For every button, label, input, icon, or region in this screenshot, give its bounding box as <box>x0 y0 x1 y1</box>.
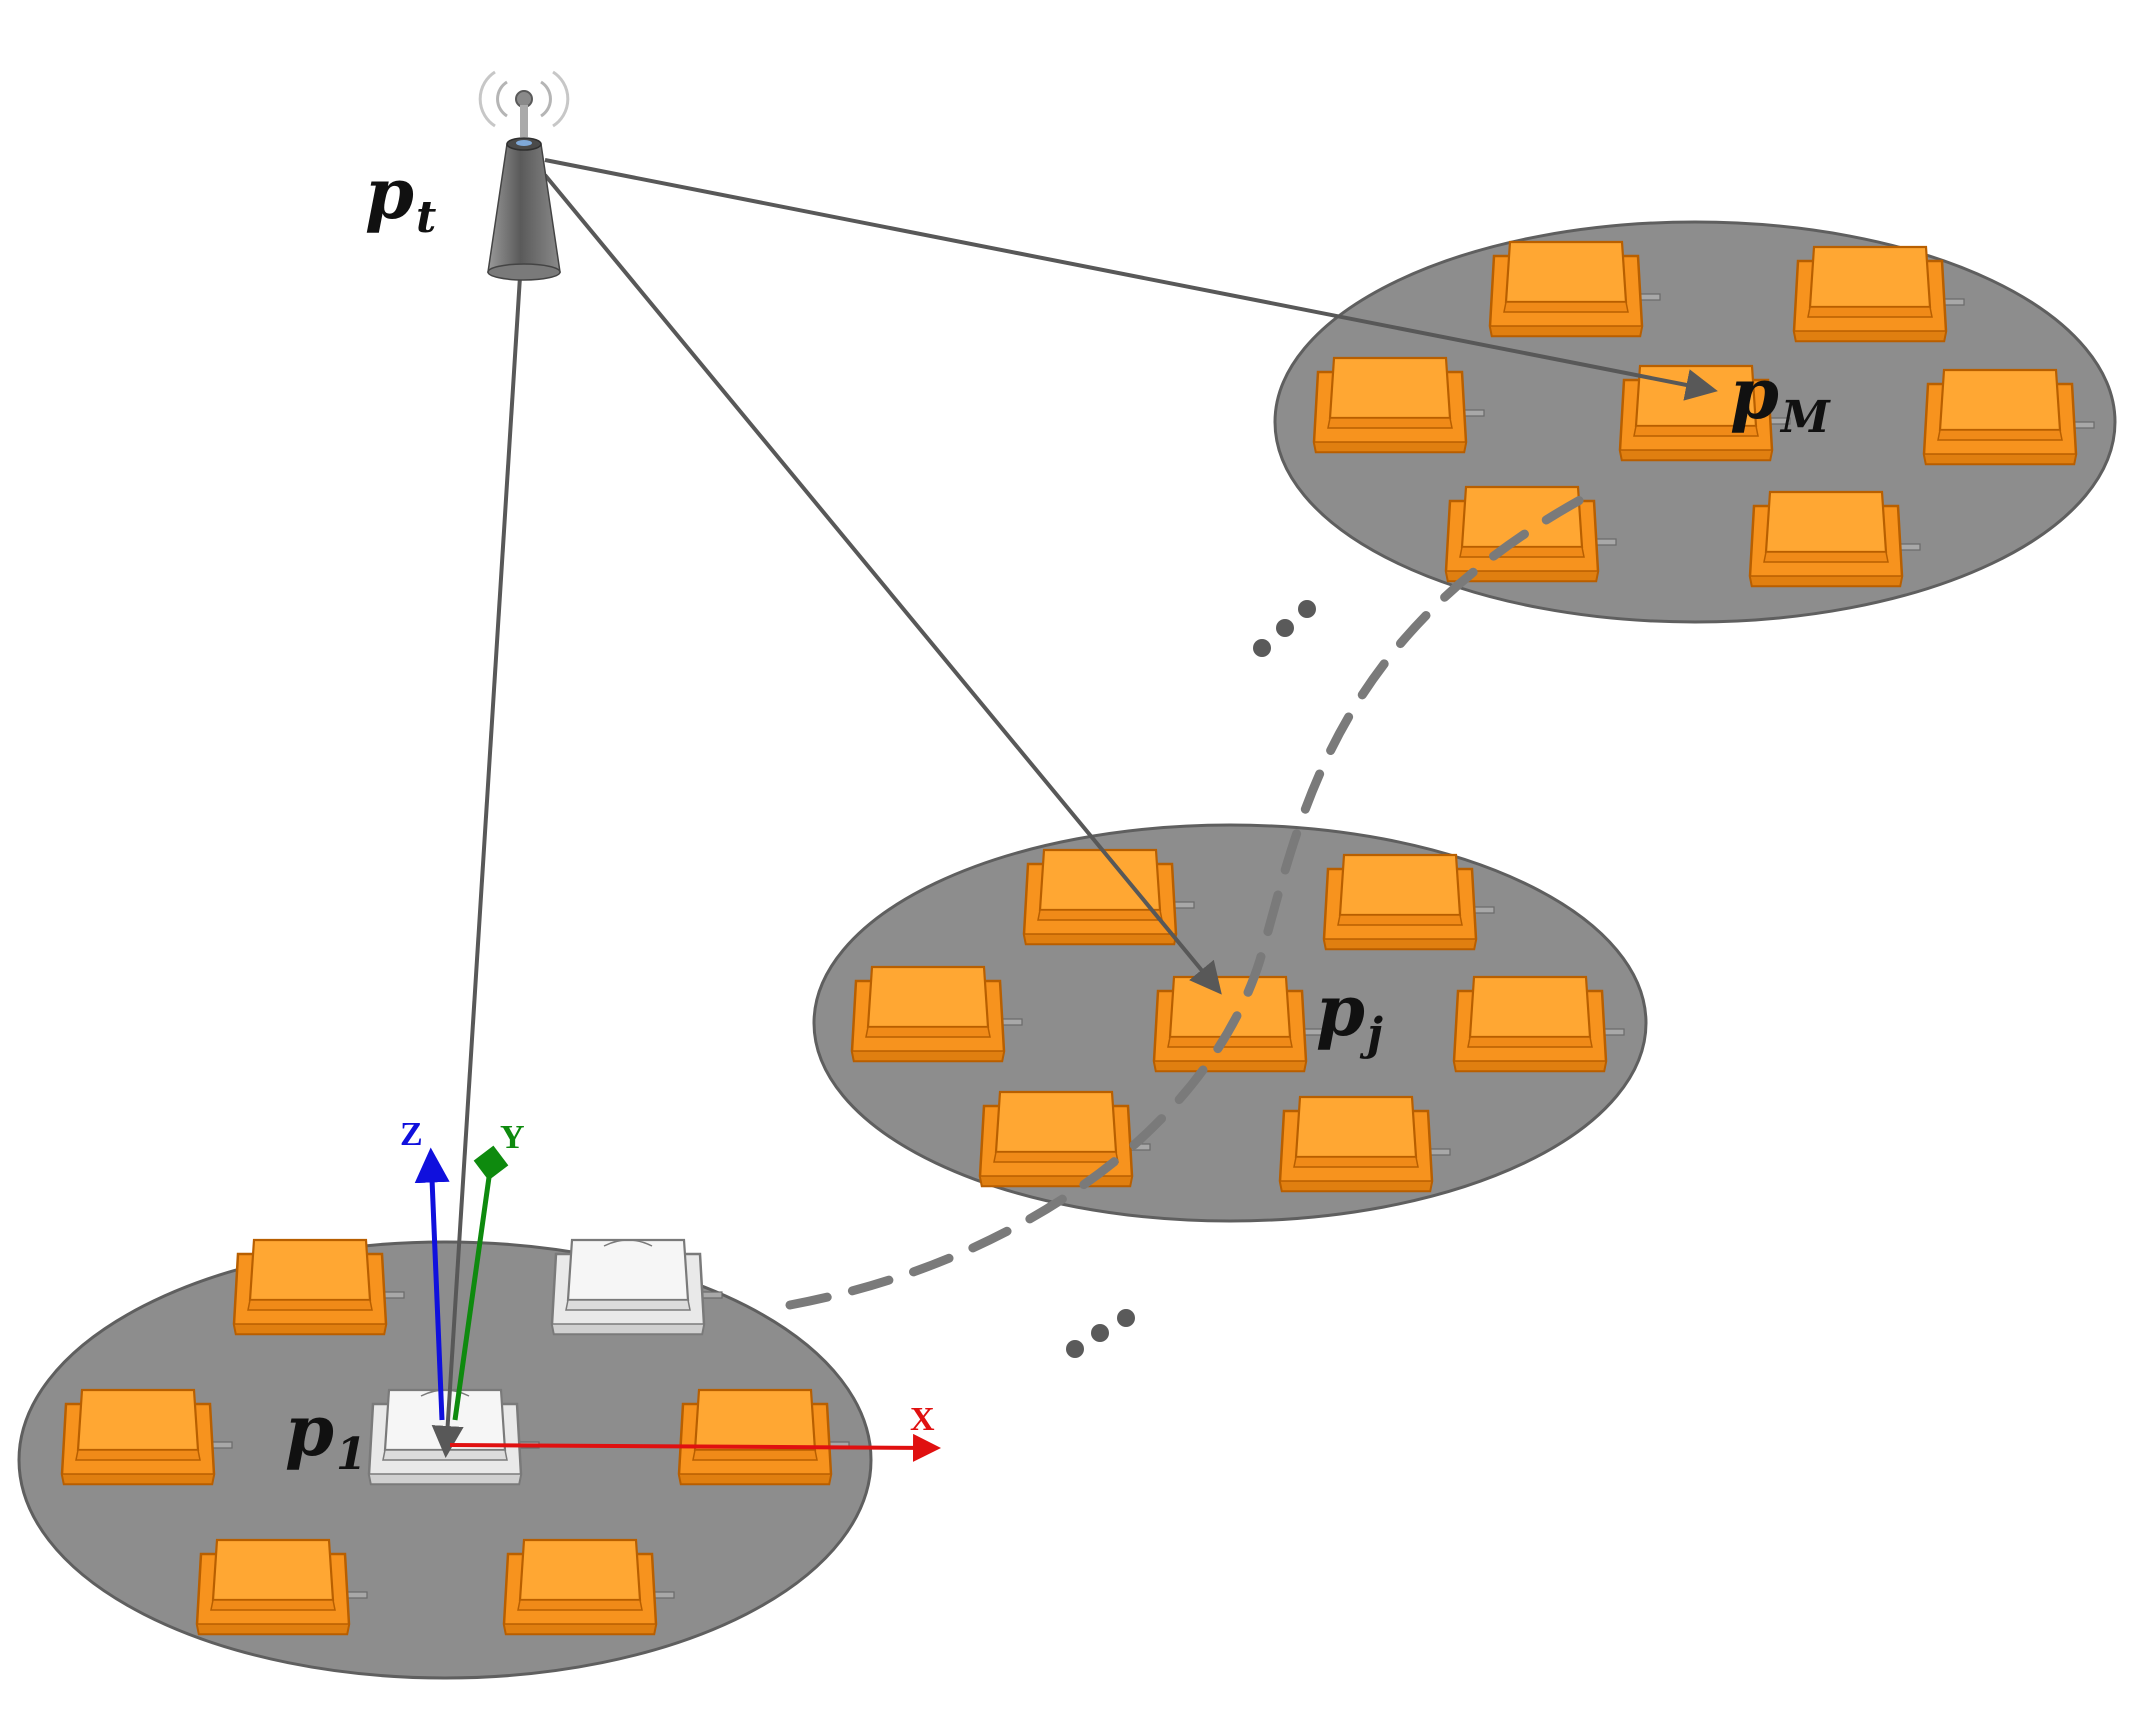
svg-text:pM: pM <box>1730 352 1831 443</box>
sensor-module-icon <box>1792 245 1965 343</box>
sensor-module-icon <box>1152 975 1325 1073</box>
svg-text:p1: p1 <box>285 1389 367 1480</box>
coordinate-axes: X Z Y <box>400 1116 941 1462</box>
sensor-module-icon <box>1452 975 1625 1073</box>
ghost-module-icon <box>550 1238 723 1336</box>
label-pj: pj <box>1316 969 1383 1060</box>
ellipsis-lower: ... <box>1066 1309 1135 1358</box>
y-axis-arrow <box>452 1145 509 1421</box>
sensor-module-icon <box>850 965 1023 1063</box>
sensor-module-icon <box>1748 490 1921 588</box>
sensor-module-icon <box>1922 368 2095 466</box>
svg-text:pj: pj <box>1316 969 1383 1060</box>
sensor-module-icon <box>1022 848 1195 946</box>
link-pt-to-pM <box>544 158 1718 401</box>
sensor-module-icon <box>232 1238 405 1336</box>
sensor-module-icon <box>502 1538 675 1636</box>
sensor-module-icon <box>978 1090 1151 1188</box>
label-p1: p1 <box>285 1389 367 1480</box>
x-axis-arrow <box>449 1433 941 1462</box>
sensor-module-icon <box>195 1538 368 1636</box>
dashed-connection-arc <box>785 495 1585 1310</box>
label-pM: pM <box>1730 352 1831 443</box>
z-axis-arrow <box>414 1147 450 1421</box>
sensor-module-icon <box>60 1388 233 1486</box>
axis-label-y: Y <box>500 1119 525 1156</box>
ellipsis-upper: ... <box>1253 600 1316 657</box>
axis-label-z: Z <box>400 1116 423 1153</box>
link-pt-to-pj <box>543 173 1222 995</box>
sensor-module-icon <box>1278 1095 1451 1193</box>
axis-label-x: X <box>910 1401 935 1438</box>
ghost-module-icon <box>367 1388 540 1486</box>
antenna-tower-icon <box>478 70 570 281</box>
svg-text:pt: pt <box>365 152 436 243</box>
label-pt: pt <box>365 152 436 243</box>
module-layer <box>60 240 2095 1636</box>
link-pt-to-p1 <box>431 244 524 1458</box>
sensor-module-icon <box>1322 853 1495 951</box>
sensor-module-icon <box>1312 356 1485 454</box>
sensor-module-icon <box>1444 485 1617 583</box>
sensor-module-icon <box>1488 240 1661 338</box>
link-lines <box>431 158 1718 1458</box>
sensor-module-icon <box>677 1388 850 1486</box>
